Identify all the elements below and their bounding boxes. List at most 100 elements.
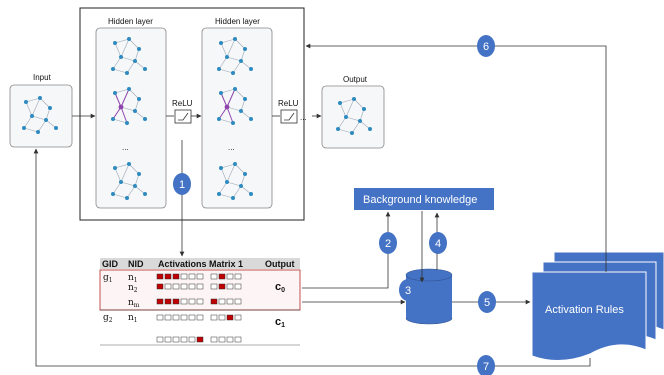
activation-cell [188, 314, 196, 321]
activation-cell [210, 314, 218, 321]
table-header-gid: GID [102, 259, 119, 269]
activation-cell [196, 314, 204, 321]
step-4-label: 4 [435, 238, 441, 250]
relu-1-icon [174, 109, 192, 124]
activation-cell [234, 283, 242, 290]
step-3-badge [399, 279, 417, 301]
step-6-badge [477, 35, 495, 57]
activation-cell [156, 336, 164, 343]
activation-cell [234, 314, 242, 321]
activation-cell [226, 336, 234, 343]
activation-cell [188, 283, 196, 290]
step-7-label: 7 [483, 361, 489, 373]
activation-cell [218, 336, 226, 343]
step-3-label: 3 [405, 285, 411, 297]
activation-cell [226, 314, 234, 321]
relu-2-dots: ... [300, 113, 307, 122]
activation-cell [180, 314, 188, 321]
step-4-badge [429, 232, 447, 254]
group-1-output: c0 [275, 281, 285, 294]
activation-table: GID NID Activations Matrix 1 Output g1 n… [99, 258, 301, 346]
activation-cell [172, 298, 180, 305]
group-1-node-1: n1 [128, 273, 138, 284]
activation-cell [196, 298, 204, 305]
group-2-node-1: n1 [128, 313, 138, 324]
group-1-node-2: n2 [128, 283, 138, 294]
activation-cell [164, 314, 172, 321]
group-1-node-m: nm [128, 298, 140, 309]
relu-2-icon [280, 109, 298, 124]
database-icon [405, 268, 453, 325]
activation-cell [164, 298, 172, 305]
table-header-nid: NID [128, 259, 144, 269]
background-knowledge-box [354, 188, 494, 210]
activation-cell [156, 283, 164, 290]
activation-cell [210, 298, 218, 305]
activation-cell [156, 314, 164, 321]
activation-cell [172, 336, 180, 343]
input-label: Input [33, 73, 52, 82]
group-1-gid: g1 [103, 273, 113, 284]
activation-rules-label: Activation Rules [545, 304, 624, 316]
activation-cell [188, 273, 196, 280]
activation-cell [226, 273, 234, 280]
activation-cell [156, 298, 164, 305]
hidden-layer-2-label: Hidden layer [215, 17, 260, 26]
activation-cell [164, 273, 172, 280]
hidden-layer-2-box [201, 27, 273, 209]
hidden1-ellipsis: ... [122, 143, 129, 152]
activation-rules-stack [531, 251, 664, 361]
step-5-badge [478, 291, 496, 313]
activation-cell [188, 336, 196, 343]
step-7-badge [477, 355, 495, 375]
activation-cell [234, 273, 242, 280]
activation-cell [234, 298, 242, 305]
input-graph-box [9, 84, 73, 148]
activation-cell [164, 336, 172, 343]
activation-cell [218, 273, 226, 280]
activation-cells [156, 273, 242, 343]
hidden2-ellipsis: ... [228, 143, 235, 152]
activation-cell [180, 283, 188, 290]
activation-cell [156, 273, 164, 280]
network-frame [79, 7, 305, 221]
activation-cell [196, 273, 204, 280]
activation-cell [210, 273, 218, 280]
activation-cell [218, 314, 226, 321]
output-label: Output [343, 75, 368, 84]
relu-1-label: ReLU [172, 99, 193, 108]
hidden-layer-1-label: Hidden layer [108, 17, 153, 26]
relu-2-label: ReLU [278, 99, 299, 108]
activation-cell [226, 283, 234, 290]
hidden-layer-1-box [95, 27, 167, 209]
step-5-label: 5 [484, 297, 490, 309]
output-graph-box [321, 85, 385, 149]
step-2-badge [379, 232, 397, 254]
activation-cell [172, 273, 180, 280]
step-6-label: 6 [483, 41, 489, 53]
activation-cell [210, 283, 218, 290]
table-header-output: Output [265, 259, 295, 269]
activation-cell [188, 298, 196, 305]
background-knowledge-label: Background knowledge [363, 194, 477, 206]
group-2-gid: g2 [103, 313, 113, 324]
step-1-label: 1 [179, 179, 185, 191]
table-header-activations: Activations Matrix 1 [158, 259, 243, 269]
activation-cell [180, 298, 188, 305]
activation-cell [234, 336, 242, 343]
activation-cell [180, 273, 188, 280]
activation-cell [218, 283, 226, 290]
activation-cell [172, 314, 180, 321]
activation-cell [196, 283, 204, 290]
activation-cell [164, 283, 172, 290]
group-2-output: c1 [275, 316, 285, 329]
step-1-badge [173, 173, 191, 195]
activation-cell [210, 336, 218, 343]
activation-cell [180, 336, 188, 343]
activation-cell [218, 298, 226, 305]
activation-cell [172, 283, 180, 290]
step-2-label: 2 [385, 238, 391, 250]
activation-cell [226, 298, 234, 305]
activation-cell [196, 336, 204, 343]
